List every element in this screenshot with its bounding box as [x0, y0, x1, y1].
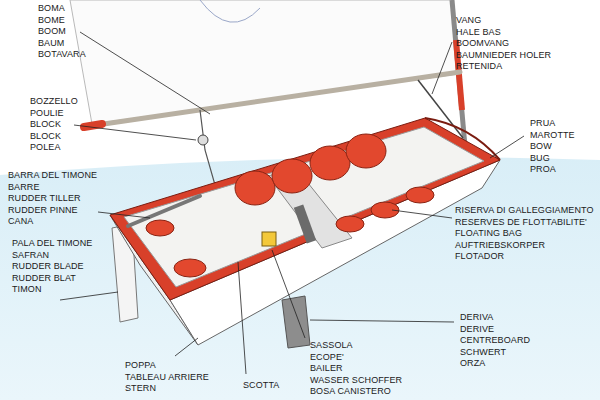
leader-line [60, 292, 118, 300]
part-name: POULIE [30, 108, 64, 119]
centreboard-case [294, 204, 316, 243]
part-name: SAFRAN [12, 250, 49, 261]
part-name: CENTREBOARD [460, 335, 530, 346]
part-name: FLOTADOR [455, 251, 504, 262]
leader-line [490, 136, 524, 158]
part-name: BOMA [38, 3, 65, 14]
part-name: RUDDER TILLER [8, 193, 81, 204]
sail [70, 0, 458, 124]
part-name: BOOM [38, 26, 66, 37]
part-name: VANG [456, 15, 481, 26]
part-name: WASSER SCHOFFER [310, 375, 402, 386]
part-name: PRUA [530, 118, 555, 129]
part-name: POLEA [30, 142, 61, 153]
part-name: FLOATING BAG [455, 228, 522, 239]
sail-sheet-detail [200, 0, 260, 22]
tiller [128, 196, 200, 226]
part-name: STERN [125, 383, 156, 394]
block [198, 135, 208, 145]
cockpit-floor [124, 127, 484, 287]
leader-line [392, 210, 452, 218]
part-name: HALE BAS [456, 27, 501, 38]
leader-line [98, 212, 150, 218]
part-name: TABLEAU ARRIERE [125, 372, 209, 383]
part-name: SCOTTA [243, 380, 279, 391]
part-name: POPPA [125, 360, 156, 371]
part-name: RUDDER BLAT [12, 273, 76, 284]
floating-bag [235, 171, 275, 205]
leader-line [238, 262, 246, 374]
part-name: BOW [530, 141, 552, 152]
part-name: DERIVA [460, 312, 493, 323]
part-name: BLOCK [30, 131, 61, 142]
part-name: RISERVA DI GALLEGGIAMENTO [455, 205, 594, 216]
part-name: BAUM [38, 38, 64, 49]
centreboard [282, 296, 310, 348]
part-name: RESERVES DE FLOTTABILITE' [455, 217, 587, 228]
leader-line [310, 320, 454, 322]
part-name: BOZZELLO [30, 96, 78, 107]
part-name: RUDDER BLADE [12, 261, 84, 272]
part-name: BARRE [8, 182, 40, 193]
part-name: CANA [8, 216, 33, 227]
part-name: TIMON [12, 284, 42, 295]
part-name: BAILER [310, 363, 343, 374]
part-name: ORZA [460, 358, 485, 369]
part-name: BARRA DEL TIMONE [8, 170, 97, 181]
floating-bag [346, 134, 386, 168]
part-name: BOOMVANG [456, 38, 509, 49]
floating-bag [336, 216, 364, 232]
part-name: BAUMNIEDER HOLER [456, 50, 551, 61]
part-name: MAROTTE [530, 130, 575, 141]
leader-line [272, 250, 305, 338]
water [0, 157, 600, 400]
floating-bag [174, 259, 206, 277]
bow [425, 118, 500, 160]
leader-line [175, 338, 198, 356]
leader-lines [60, 32, 524, 374]
floating-bag [406, 187, 434, 203]
part-name: RUDDER PINNE [8, 205, 78, 216]
part-name: SCHWERT [460, 347, 506, 358]
part-name: BOTAVARA [38, 49, 86, 60]
part-name: ECOPE' [310, 352, 344, 363]
part-name: BOSA CANISTERO [310, 386, 391, 397]
part-name: BLOCK [30, 119, 61, 130]
bailer [262, 232, 276, 246]
part-name: PALA DEL TIMONE [12, 238, 92, 249]
floating-bag [146, 220, 174, 236]
part-name: SASSOLA [310, 340, 353, 351]
part-name: BUG [530, 153, 550, 164]
part-name: AUFTRIEBSKORPER [455, 240, 545, 251]
floating-bag [272, 159, 312, 193]
part-name: PROA [530, 164, 556, 175]
leader-line [80, 32, 210, 114]
part-name: DERIVE [460, 324, 494, 335]
floating-bag [310, 146, 350, 180]
part-name: RETENIDA [456, 61, 502, 72]
part-name: BOME [38, 15, 65, 26]
leader-line [74, 125, 196, 140]
leader-line [432, 42, 452, 94]
gunwale [110, 118, 500, 300]
boom [90, 72, 460, 126]
